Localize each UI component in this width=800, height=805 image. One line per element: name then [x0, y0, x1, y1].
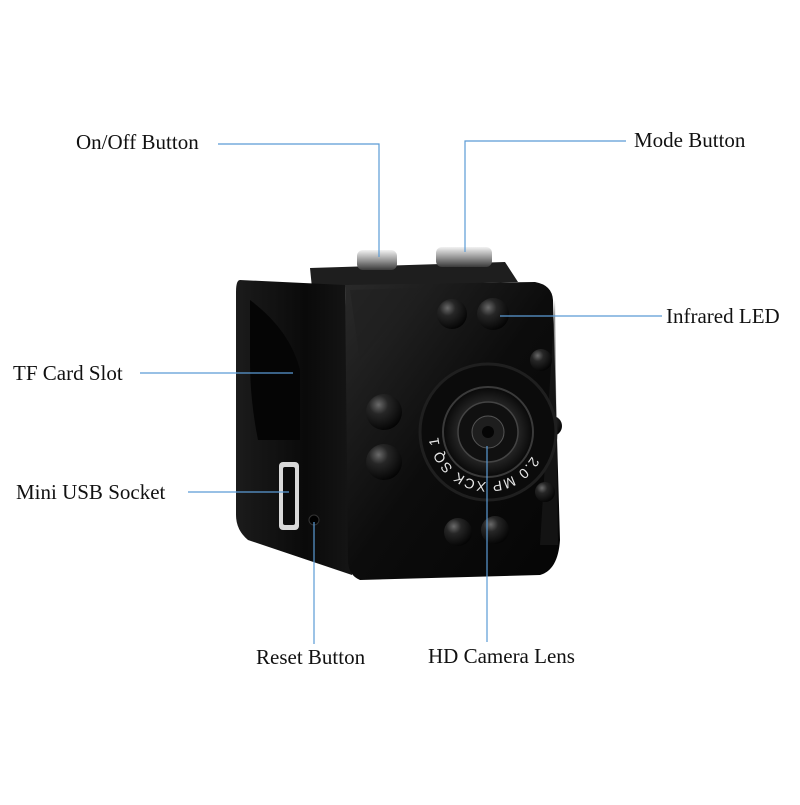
- lens-center: [482, 426, 494, 438]
- led: [481, 516, 509, 544]
- leader-on-off: [218, 143, 380, 257]
- reset-button-label: Reset Button: [256, 645, 366, 669]
- mini-usb-socket-label: Mini USB Socket: [16, 480, 166, 504]
- led: [477, 298, 509, 330]
- led: [530, 349, 552, 371]
- tf-card-recess: [250, 300, 300, 440]
- led: [366, 394, 402, 430]
- leader-lines: [140, 140, 662, 644]
- hd-camera-lens-label: HD Camera Lens: [428, 644, 575, 668]
- infrared-led-label: Infrared LED: [666, 304, 780, 328]
- tf-card-slot-label: TF Card Slot: [13, 361, 123, 385]
- led: [444, 518, 472, 546]
- led: [366, 444, 402, 480]
- leader-mode: [464, 140, 626, 252]
- mode-button-cap: [436, 247, 492, 267]
- on-off-button-label: On/Off Button: [76, 130, 199, 154]
- led: [437, 299, 467, 329]
- infrared-led-cluster: [366, 298, 562, 546]
- on-off-button-cap: [357, 250, 397, 270]
- mode-button-label: Mode Button: [634, 128, 746, 152]
- led: [535, 482, 555, 502]
